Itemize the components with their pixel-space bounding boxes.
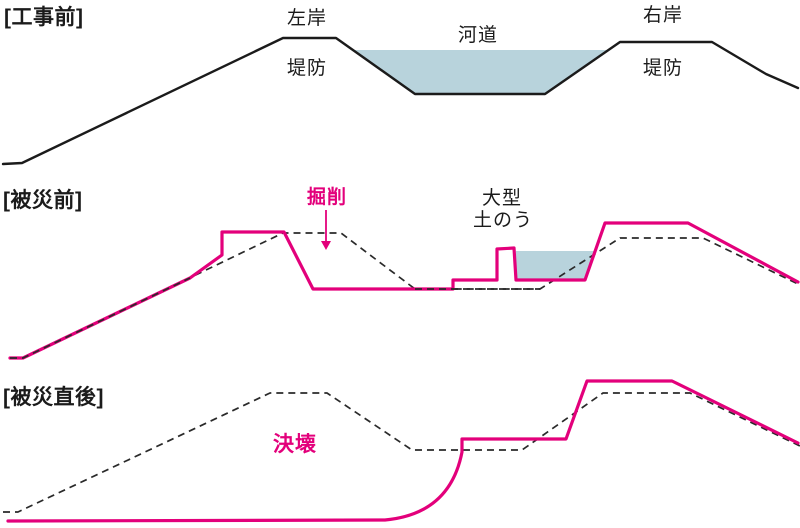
river-water-fill xyxy=(354,50,608,94)
panel-before-construction: [工事前] 左岸 堤防 河道 右岸 堤防 xyxy=(1,4,800,166)
excavation-arrowhead-icon xyxy=(321,241,331,250)
breach-label: 決壊 xyxy=(273,433,317,456)
pre-disaster-profile-dashed-line xyxy=(3,392,800,513)
original-profile-dashed-line xyxy=(10,232,800,359)
excavation-label: 掘削 xyxy=(307,185,347,208)
panel-before-disaster: [被災前] 掘削 大型 土のう xyxy=(3,185,800,360)
modified-levee-profile-line xyxy=(8,221,800,360)
panel-after-disaster: [被災直後] 決壊 xyxy=(3,379,800,523)
levee-ground-profile-line xyxy=(1,36,800,166)
breached-levee-profile-line xyxy=(6,379,800,523)
sandbag-label-line1: 大型 xyxy=(482,187,522,209)
sandbag-label-line2: 土のう xyxy=(473,209,533,231)
left-bank-label: 左岸 xyxy=(287,7,327,29)
right-levee-label: 堤防 xyxy=(643,57,683,79)
left-levee-label: 堤防 xyxy=(287,57,327,79)
original-profile-dashed-overlay xyxy=(10,277,540,359)
right-bank-label: 右岸 xyxy=(643,4,683,26)
channel-water-fill xyxy=(516,251,595,280)
channel-label: 河道 xyxy=(458,24,498,46)
panel2-title: [被災前] xyxy=(3,188,83,212)
panel1-title: [工事前] xyxy=(4,5,84,29)
panel3-title: [被災直後] xyxy=(3,385,104,409)
